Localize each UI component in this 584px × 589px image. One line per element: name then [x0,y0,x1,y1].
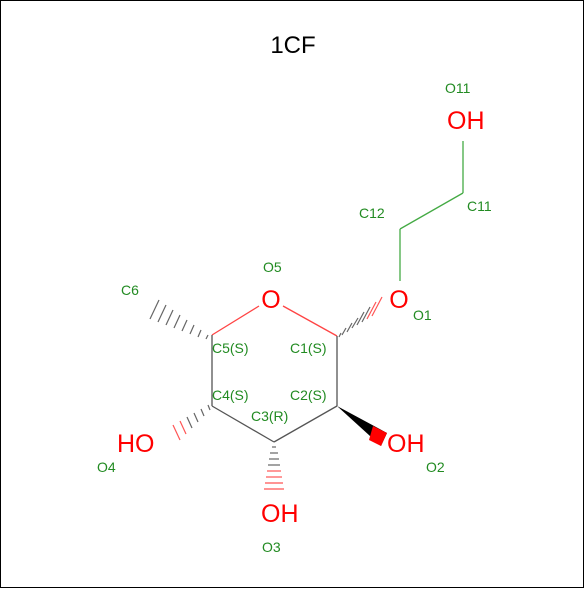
label-c3: C3(R) [251,408,288,424]
label-o5: O5 [263,259,282,275]
label-c2: C2(S) [290,387,327,403]
label-c12: C12 [359,205,385,221]
label-o11: O11 [445,80,471,96]
label-c6: C6 [121,282,139,298]
atom-o5: O [261,286,280,314]
hashed-bond-c1-o1 [338,296,383,338]
bond-c11-c12 [399,192,464,230]
label-o3: O3 [262,539,281,555]
label-c5: C5(S) [212,340,249,356]
label-o4: O4 [97,459,116,475]
label-o2: O2 [426,459,445,475]
bond-c2-c3 [273,405,338,443]
atom-o3: OH [261,500,299,528]
hashed-bond-c3-o3 [264,446,284,490]
hashed-bond-c4-o4 [172,404,211,441]
label-c1: C1(S) [290,340,327,356]
label-c4: C4(S) [212,387,249,403]
atom-o2: OH [387,430,425,458]
atom-o1: O [389,286,408,314]
bond-o5-c5 [211,305,260,336]
bond-c4-c3 [211,405,275,443]
hashed-bond-c5-c6 [149,299,209,340]
bond-o5-c1 [282,305,338,337]
atom-o4: HO [117,430,155,458]
molecule-title: 1CF [270,32,315,59]
label-o1: O1 [413,307,432,323]
atom-o11: OH [447,107,485,135]
label-c11: C11 [467,198,492,214]
solid-wedge-o2 [369,426,387,446]
